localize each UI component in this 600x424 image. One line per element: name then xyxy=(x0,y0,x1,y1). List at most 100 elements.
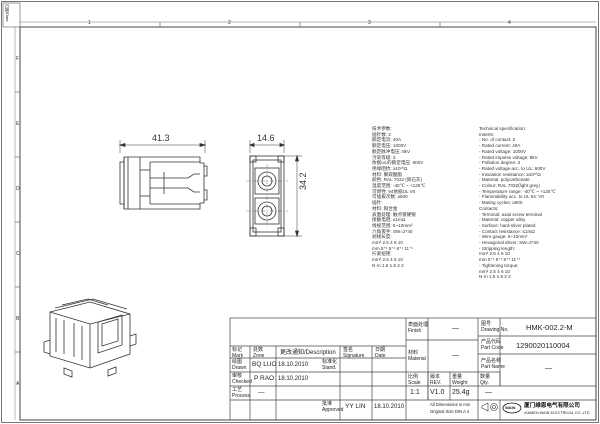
spec-line: mm 5⁺¹ 5⁺¹ 8⁺¹ 11⁺¹ xyxy=(372,245,414,251)
spec-line: mm² 2.5 4 6 10 xyxy=(479,268,510,274)
process-label: 工艺 Process xyxy=(232,387,251,399)
wain-logo-mark xyxy=(502,402,522,414)
spec-line: - Insulation resistance: ≥10¹⁰Ω xyxy=(479,171,541,177)
spec-line: mm² 2.5 4 6 10 xyxy=(479,251,510,257)
dimension-length: 41.3 xyxy=(152,133,170,143)
zone-letter-c: C xyxy=(16,251,20,257)
checked-label: 审核 Checked xyxy=(232,373,252,385)
spec-line: - Material: copper alloy xyxy=(479,217,526,223)
spec-line: Contacts: xyxy=(479,205,499,211)
process-name: — xyxy=(258,389,265,396)
spec-line: 表面处理: 触点镀硬银 xyxy=(372,211,416,217)
spec-line: 依据UL的额定电压: 600V xyxy=(372,160,424,166)
part-name-label: 产品名称 Part Name xyxy=(481,358,505,370)
spec-english: Technical specification:Inserts:- No. of… xyxy=(479,126,556,280)
isometric-view xyxy=(43,298,137,378)
part-code-label: 产品代码 Part Code xyxy=(481,339,504,351)
zone-letter-b: B xyxy=(16,316,20,322)
projection-symbol xyxy=(481,402,498,412)
weight-value: 25.4g xyxy=(452,389,470,396)
spec-line: 额定脉冲电压: 8kV xyxy=(372,148,411,154)
spec-line: 额定电压: 1000V xyxy=(372,143,407,149)
finish-value: — xyxy=(452,325,459,332)
zone-letter-a: A xyxy=(16,381,20,387)
drawing-no-label: 图号 Drawing No. xyxy=(481,321,509,333)
spec-line: - Terminal: axial screw terminal xyxy=(479,211,542,217)
spec-line: N·m 1.5 1.5 2 2 xyxy=(372,262,404,268)
spec-line: mm 5⁺¹ 5⁺¹ 8⁺¹ 11⁺¹ xyxy=(479,257,521,263)
spec-line: 可燃性: 94依据UL V0 xyxy=(372,188,416,194)
drawing-no: HMK-002.2-M xyxy=(526,323,573,332)
spec-line: 线规范围: 6~10mm² xyxy=(372,222,413,228)
spec-line: 插针数: 2 xyxy=(372,131,391,137)
scale-label: 比例 Scale xyxy=(408,374,421,386)
dimension-height: 34.2 xyxy=(298,172,308,190)
spec-line: - Temperature range: -40℃ ~ +125℃ xyxy=(479,188,556,194)
drawn-name: BQ LUO xyxy=(252,361,277,368)
rev-value: V1.0 xyxy=(430,389,445,396)
scale-value: 1:1 xyxy=(410,389,420,396)
spec-line: 污染等级: 3 xyxy=(372,154,396,160)
spec-line: - Wire gauge: 6~10mm² xyxy=(479,234,528,240)
standard-label: 标准化 Stand. xyxy=(322,359,338,371)
mark-label: 标记 Mark xyxy=(232,347,244,359)
spec-line: - Stripping length: xyxy=(479,245,516,251)
spec-line: - Contact resistance: ≤1mΩ xyxy=(479,228,535,234)
spec-line: - No. of contact: 2 xyxy=(479,137,516,143)
zone-letter-f: F xyxy=(16,56,20,62)
spec-line: 可插拔次数: ≥500 xyxy=(372,194,408,200)
material-label: 材料 Material xyxy=(408,350,426,362)
part-code: 1290020110004 xyxy=(516,341,570,350)
checked-name: P RAO xyxy=(254,375,275,382)
spec-line: - Rated voltage: 1000V xyxy=(479,148,526,154)
part-name: — xyxy=(545,365,552,372)
company-name-en: XIAMEN WAIN ELECTRICAL CO.,LTD xyxy=(524,411,590,415)
qty-label: 数量 Qty. xyxy=(480,374,491,386)
drawn-date: 18.10.2010 xyxy=(278,362,309,368)
spec-line: 材料: 铜合金 xyxy=(372,205,398,211)
approved-label: 批准 Approved xyxy=(322,401,344,413)
end-view xyxy=(246,140,302,238)
spec-line: - Surface: hard-silver plated xyxy=(479,222,536,228)
spec-line: - Material: polycarbonate xyxy=(479,177,530,183)
zone-label: 处数 Zone xyxy=(253,347,265,359)
spec-line: - Tightening torque: xyxy=(479,262,519,268)
spec-line: 额定电流: 40A xyxy=(372,137,402,143)
finish-label: 表面处理 Finish xyxy=(408,322,429,334)
checked-date: 18.10.2010 xyxy=(278,376,309,382)
spec-line: 六角扳手: SW=2*40 xyxy=(372,228,413,234)
side-view xyxy=(118,140,208,210)
spec-line: 材料: 聚碳酸酯 xyxy=(372,171,403,177)
spec-line: - Pollution degree: 3 xyxy=(479,160,521,166)
company-name-cn: 厦门维恩电气有限公司 xyxy=(524,403,580,409)
zone-number-3: 3 xyxy=(368,20,371,26)
spec-line: - Hexagonal driver: SW=2*40 xyxy=(479,240,539,246)
spec-line: mm² 2.5 4 6 10 xyxy=(372,240,403,246)
spec-line: 剥线长度: xyxy=(372,234,392,240)
dims-note-2: Original Size DIN A 4 xyxy=(430,409,470,414)
dimension-width: 14.6 xyxy=(257,133,275,143)
corner-date-box xyxy=(2,2,21,28)
signature-label: 签名 Signature xyxy=(343,347,365,359)
approved-name: YY LIN xyxy=(345,403,366,410)
dims-note-1: All Dimensions in mm xyxy=(430,402,471,407)
zone-letter-e: E xyxy=(16,121,20,127)
zone-number-2: 2 xyxy=(228,20,231,26)
spec-line: Inserts: xyxy=(479,131,495,137)
spec-line: N·m 1.5 1.5 2 2 xyxy=(479,274,511,280)
spec-line: - Rated current: 40A xyxy=(479,143,521,149)
spec-line: - Flammability acc. to UL 94: V0 xyxy=(479,194,544,200)
corner-date-label: 日期/Date xyxy=(5,4,10,22)
wain-logo-text: WAIN xyxy=(505,405,516,410)
spec-line: 技术参数: xyxy=(372,126,392,131)
spec-line: - Rated impulse voltage: 8kV xyxy=(479,154,538,160)
spec-line: 拧紧扭矩: xyxy=(372,251,392,257)
spec-line: 绝缘阻抗: ≥10¹⁰Ω xyxy=(372,165,408,171)
zone-letter-d: D xyxy=(16,186,20,192)
spec-line: mm² 2.5 4 6 10 xyxy=(372,257,403,263)
spec-line: 温度范围: -40℃ ~ +125℃ xyxy=(372,183,426,189)
approved-date: 18.10.2010 xyxy=(374,404,405,410)
